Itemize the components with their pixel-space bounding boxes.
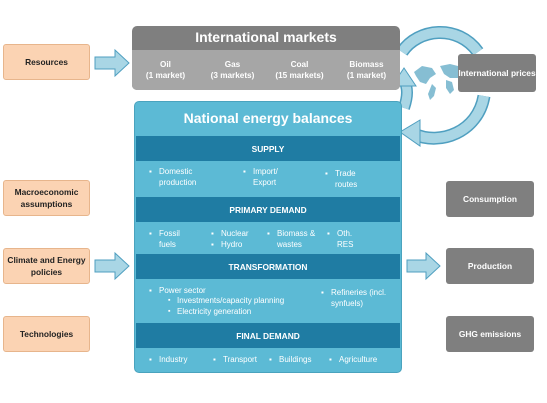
international-prices-label: International prices	[458, 68, 536, 78]
neb-title: National energy balances	[183, 110, 353, 126]
final-demand-item: Agriculture	[329, 354, 387, 365]
resources-box: Resources	[3, 44, 90, 80]
macro-label: Macroeconomic assumptions	[14, 187, 79, 209]
supply-band: SUPPLY	[136, 136, 400, 161]
international-markets-box: International markets Oil(1 market) Gas(…	[132, 26, 400, 90]
primary-demand-item: Oth. RES	[327, 228, 361, 250]
power-sector-item: Power sector	[149, 285, 239, 296]
international-prices-box: International prices	[458, 54, 536, 92]
final-demand-band: FINAL DEMAND	[136, 323, 400, 348]
markets-row: Oil(1 market) Gas(3 markets) Coal(15 mar…	[132, 50, 400, 90]
resources-label: Resources	[25, 57, 68, 67]
transformation-band: TRANSFORMATION	[136, 254, 400, 279]
primary-demand-item: Fossil fuels	[149, 228, 189, 250]
ghg-label: GHG emissions	[458, 329, 522, 339]
production-arrow	[406, 251, 441, 281]
final-demand-item: Buildings	[269, 354, 323, 365]
climate-label: Climate and Energy policies	[7, 255, 86, 277]
market-coal: Coal(15 markets)	[275, 60, 324, 80]
supply-item: Domestic production	[149, 166, 215, 188]
resources-arrow	[94, 48, 130, 78]
international-markets-title: International markets	[195, 29, 337, 45]
power-sub-item: Electricity generation	[168, 306, 307, 317]
consumption-box: Consumption	[446, 181, 534, 217]
technologies-label: Technologies	[19, 329, 74, 339]
market-gas: Gas(3 markets)	[210, 60, 255, 80]
climate-energy-policies-box: Climate and Energy policies	[3, 248, 90, 284]
ghg-emissions-box: GHG emissions	[446, 316, 534, 352]
consumption-label: Consumption	[463, 194, 517, 204]
supply-item: Trade routes	[325, 168, 373, 190]
primary-demand-item: Nuclear	[211, 228, 261, 239]
supply-item: Import/ Export	[243, 166, 301, 188]
power-sub-item: Investments/capacity planning	[168, 295, 307, 306]
primary-demand-item: Hydro	[211, 239, 261, 250]
refineries-item: Refineries (incl. synfuels)	[321, 287, 397, 309]
macroeconomic-assumptions-box: Macroeconomic assumptions	[3, 180, 90, 216]
climate-arrow	[94, 251, 130, 281]
primary-demand-item: Biomass & wastes	[267, 228, 321, 250]
production-box: Production	[446, 248, 534, 284]
market-oil: Oil(1 market)	[145, 60, 186, 80]
primary-demand-band: PRIMARY DEMAND	[136, 197, 400, 222]
final-demand-item: Transport	[213, 354, 267, 365]
production-label: Production	[467, 261, 513, 271]
final-demand-item: Industry	[149, 354, 199, 365]
market-biomass: Biomass(1 market)	[346, 60, 387, 80]
technologies-box: Technologies	[3, 316, 90, 352]
cycle-arrowhead-bottom	[399, 119, 421, 147]
national-energy-balances-box: National energy balances SUPPLY Domestic…	[134, 101, 402, 373]
